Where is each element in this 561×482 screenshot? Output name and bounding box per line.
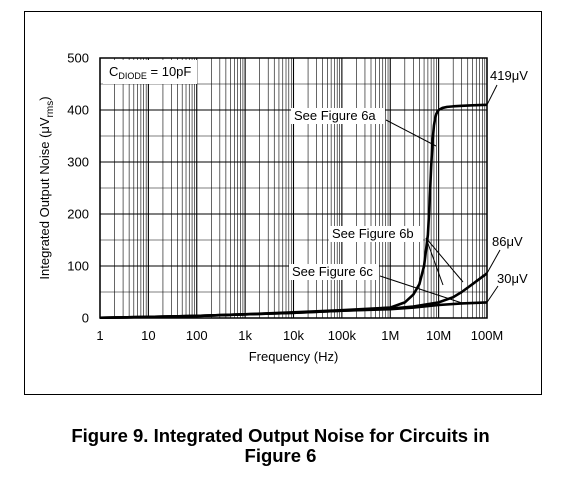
annotation-leader-fig6a xyxy=(385,119,437,147)
condition-label: CDIODE = 10pF xyxy=(109,64,191,81)
y-axis-label: Integrated Output Noise (μVrms) xyxy=(37,96,56,279)
grid-minor xyxy=(100,58,487,318)
x-tick-label: 10 xyxy=(141,328,155,343)
y-tick-label: 200 xyxy=(67,207,89,222)
x-tick-label: 10k xyxy=(283,328,304,343)
annotation-leader-fig6b xyxy=(425,237,464,283)
y-tick-labels: 0 100 200 300 400 500 xyxy=(67,51,89,326)
x-tick-label: 100 xyxy=(186,328,208,343)
annotation-leaders xyxy=(379,84,501,304)
end-label-fig6b: 86μV xyxy=(492,234,523,249)
y-tick-label: 300 xyxy=(67,155,89,170)
x-axis-label: Frequency (Hz) xyxy=(249,349,339,364)
annotation-fig6b: See Figure 6b xyxy=(332,226,414,241)
end-leader-fig6b xyxy=(486,249,501,274)
annotation-bg-fig6b xyxy=(329,226,423,242)
figure-frame xyxy=(24,11,542,395)
end-leader-fig6c xyxy=(486,285,499,303)
series-layer xyxy=(99,103,488,320)
y-tick-label: 400 xyxy=(67,103,89,118)
x-tick-label: 100M xyxy=(471,328,504,343)
figure-caption-line1: Figure 9. Integrated Output Noise for Ci… xyxy=(71,425,490,446)
x-tick-label: 1 xyxy=(96,328,103,343)
noise-chart: 0 100 200 300 400 500 1 10 100 1k 10k 100k 1M 10M 100… xyxy=(37,51,528,365)
y-tick-label: 0 xyxy=(82,311,89,326)
x-tick-label: 1M xyxy=(381,328,399,343)
end-label-fig6a: 419μV xyxy=(490,68,528,83)
y-tick-label: 500 xyxy=(67,51,89,66)
annotation-fig6a: See Figure 6a xyxy=(294,108,376,123)
condition-box xyxy=(103,60,197,84)
x-tick-label: 1k xyxy=(238,328,252,343)
plot-border xyxy=(99,57,488,319)
figure-caption-line2: Figure 6 xyxy=(244,445,317,466)
x-tick-label: 10M xyxy=(426,328,451,343)
y-tick-label: 100 xyxy=(67,259,89,274)
x-tick-labels: 1 10 100 1k 10k 100k 1M 10M 100M xyxy=(96,328,503,343)
annotation-bg-fig6c xyxy=(289,264,379,280)
end-leader-fig6a xyxy=(486,84,498,106)
annotation-leader-fig6b xyxy=(425,237,444,286)
chart-labels: Frequency (Hz) Integrated Output Noise (μ… xyxy=(37,60,528,364)
annotation-fig6c: See Figure 6c xyxy=(292,264,373,279)
annotation-bg-fig6a xyxy=(291,108,385,124)
x-tick-label: 100k xyxy=(328,328,357,343)
end-label-fig6c: 30μV xyxy=(497,271,528,286)
annotation-leader-fig6c xyxy=(379,275,463,304)
